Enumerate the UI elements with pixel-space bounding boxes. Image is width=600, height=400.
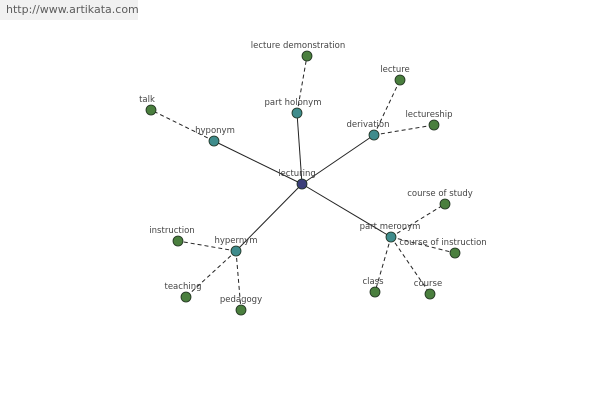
node-lecture-demonstration[interactable] [301, 50, 313, 62]
label-course-of-instruction: course of instruction [399, 238, 486, 248]
source-url-watermark[interactable]: http://www.artikata.com [0, 0, 139, 20]
graph-edges [150, 55, 456, 311]
edge-part-meronym-course [390, 236, 431, 295]
node-lecturing[interactable] [296, 178, 308, 190]
node-lecture[interactable] [394, 74, 406, 86]
edge-lecturing-hypernym [235, 183, 303, 252]
edge-part-meronym-class [374, 236, 392, 293]
node-lectureship[interactable] [428, 119, 440, 131]
label-talk: talk [139, 95, 155, 105]
edge-lecturing-part-meronym [301, 183, 392, 238]
label-part-holonym: part holonym [265, 98, 322, 108]
edge-lecturing-derivation [301, 134, 375, 185]
edge-derivation-lectureship [373, 124, 435, 136]
node-part-meronym[interactable] [385, 231, 397, 243]
label-instruction: instruction [149, 226, 194, 236]
node-instruction[interactable] [172, 235, 184, 247]
label-lecture: lecture [380, 65, 410, 75]
edge-part-holonym-lecture-demonstration [296, 55, 308, 114]
label-lecture-demonstration: lecture demonstration [251, 41, 345, 51]
node-part-holonym[interactable] [291, 107, 303, 119]
edge-part-meronym-course-of-instruction [390, 236, 456, 254]
node-teaching[interactable] [180, 291, 192, 303]
label-pedagogy: pedagogy [220, 295, 262, 305]
edge-hypernym-teaching [185, 250, 237, 298]
edge-lecturing-hyponym [213, 140, 303, 185]
node-derivation[interactable] [368, 129, 380, 141]
node-pedagogy[interactable] [235, 304, 247, 316]
node-course[interactable] [424, 288, 436, 300]
edge-hyponym-talk [150, 109, 215, 142]
label-class: class [362, 277, 384, 287]
node-course-of-instruction[interactable] [449, 247, 461, 259]
edge-hypernym-pedagogy [235, 250, 242, 311]
label-lecturing: lecturing [278, 169, 316, 179]
edge-derivation-lecture [373, 79, 401, 136]
node-hypernym[interactable] [230, 245, 242, 257]
node-hyponym[interactable] [208, 135, 220, 147]
node-class[interactable] [369, 286, 381, 298]
label-lectureship: lectureship [405, 110, 452, 120]
node-course-of-study[interactable] [439, 198, 451, 210]
label-part-meronym: part meronym [360, 222, 421, 232]
label-hypernym: hypernym [214, 236, 257, 246]
edge-part-meronym-course-of-study [390, 203, 446, 238]
label-course: course [414, 279, 442, 289]
node-talk[interactable] [145, 104, 157, 116]
edge-hypernym-instruction [177, 240, 237, 252]
label-derivation: derivation [346, 120, 389, 130]
graph-nodes [145, 50, 461, 316]
edge-lecturing-part-holonym [296, 112, 303, 185]
label-teaching: teaching [165, 282, 202, 292]
label-hyponym: hyponym [195, 126, 235, 136]
graph-labels: lecturing hyponym talk part holonym lecture … [139, 41, 487, 305]
label-course-of-study: course of study [407, 189, 473, 199]
